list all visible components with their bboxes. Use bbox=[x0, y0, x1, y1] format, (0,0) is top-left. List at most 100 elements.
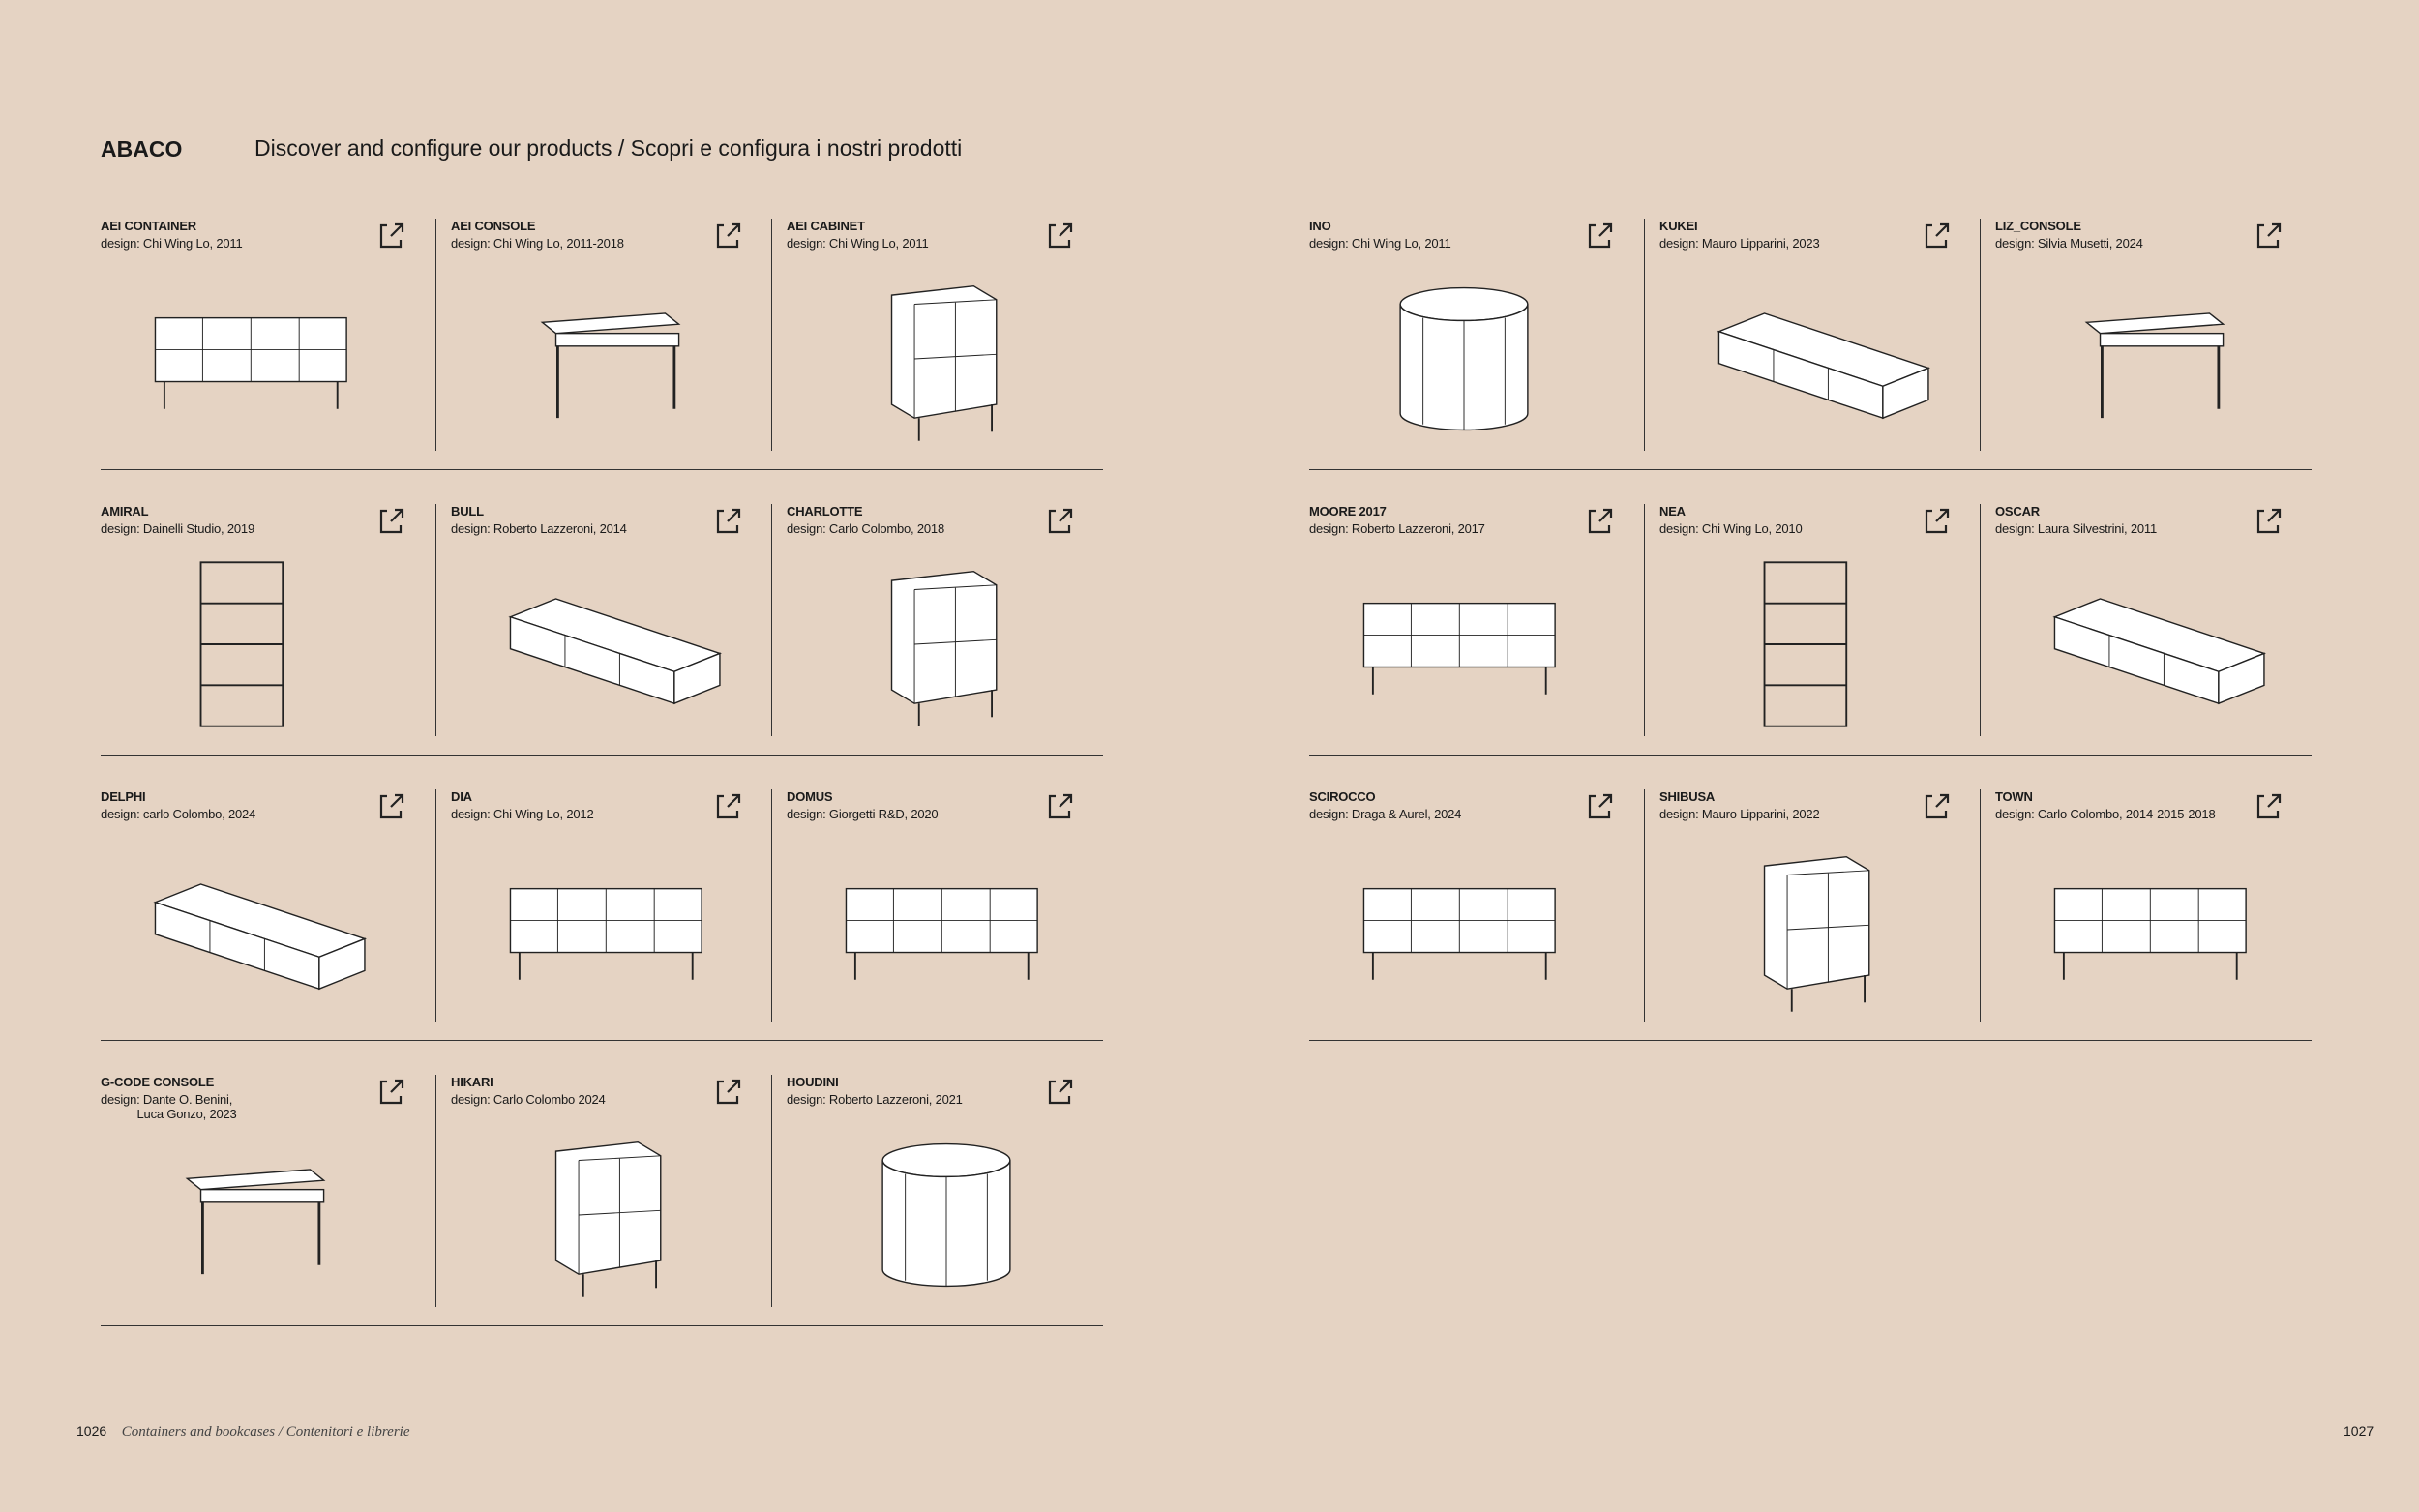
product-row: SCIROCCO design: Draga & Aurel, 2024 SHIBU… bbox=[1309, 789, 2312, 1075]
external-link-icon[interactable] bbox=[377, 506, 406, 535]
product-card[interactable]: AEI CONSOLE design: Chi Wing Lo, 2011-201… bbox=[435, 219, 772, 451]
sideboard-drawing-icon bbox=[845, 887, 1038, 980]
product-name: G-CODE CONSOLE bbox=[101, 1075, 215, 1089]
product-designer: design: Silvia Musetti, 2024 bbox=[1995, 236, 2143, 251]
product-designer: design: Chi Wing Lo, 2011-2018 bbox=[451, 236, 624, 251]
row-divider bbox=[101, 1040, 1103, 1041]
product-name: HOUDINI bbox=[787, 1075, 839, 1089]
product-name: HIKARI bbox=[451, 1075, 493, 1089]
row-divider bbox=[1309, 1040, 2312, 1041]
row-divider bbox=[1309, 469, 2312, 470]
product-name: AEI CONSOLE bbox=[451, 219, 536, 233]
footer-left: 1026 _ Containers and bookcases / Conten… bbox=[76, 1423, 410, 1440]
product-card[interactable]: KUKEI design: Mauro Lipparini, 2023 bbox=[1644, 219, 1981, 451]
product-card[interactable]: SCIROCCO design: Draga & Aurel, 2024 bbox=[1309, 789, 1644, 1022]
cabinet-drawing-icon bbox=[1763, 855, 1870, 1012]
product-card[interactable]: DELPHI design: carlo Colombo, 2024 bbox=[101, 789, 435, 1022]
product-designer: design: Chi Wing Lo, 2012 bbox=[451, 807, 594, 821]
low-iso-drawing-icon bbox=[1717, 312, 1930, 420]
external-link-icon[interactable] bbox=[714, 506, 743, 535]
product-card[interactable]: MOORE 2017 design: Roberto Lazzeroni, 201… bbox=[1309, 504, 1644, 736]
external-link-icon[interactable] bbox=[2255, 221, 2284, 250]
external-link-icon[interactable] bbox=[377, 1077, 406, 1106]
external-link-icon[interactable] bbox=[1586, 791, 1615, 820]
product-card[interactable]: NEA design: Chi Wing Lo, 2010 bbox=[1644, 504, 1981, 736]
external-link-icon[interactable] bbox=[1046, 791, 1075, 820]
product-designer: design: Carlo Colombo 2024 bbox=[451, 1092, 606, 1107]
product-name: SCIROCCO bbox=[1309, 789, 1376, 804]
shelf-drawing-icon bbox=[199, 561, 284, 727]
product-name: CHARLOTTE bbox=[787, 504, 863, 519]
product-designer: design: Giorgetti R&D, 2020 bbox=[787, 807, 939, 821]
product-designer: design: Dante O. Benini, Luca Gonzo, 202… bbox=[101, 1092, 237, 1121]
product-designer: design: Chi Wing Lo, 2011 bbox=[1309, 236, 1451, 251]
product-name: KUKEI bbox=[1659, 219, 1698, 233]
console-drawing-icon bbox=[2084, 312, 2225, 419]
external-link-icon[interactable] bbox=[1923, 221, 1952, 250]
product-designer: design: Mauro Lipparini, 2022 bbox=[1659, 807, 1820, 821]
page-number: 1026 bbox=[76, 1423, 107, 1438]
product-card[interactable]: INO design: Chi Wing Lo, 2011 bbox=[1309, 219, 1644, 451]
product-designer: design: Roberto Lazzeroni, 2017 bbox=[1309, 521, 1485, 536]
product-name: SHIBUSA bbox=[1659, 789, 1716, 804]
product-designer: design: Mauro Lipparini, 2023 bbox=[1659, 236, 1820, 251]
console-drawing-icon bbox=[540, 312, 681, 419]
external-link-icon[interactable] bbox=[1923, 791, 1952, 820]
page-number-right: 1027 bbox=[2344, 1423, 2374, 1438]
sideboard-drawing-icon bbox=[154, 316, 347, 409]
cabinet-drawing-icon bbox=[890, 570, 998, 726]
product-name: MOORE 2017 bbox=[1309, 504, 1387, 519]
product-card[interactable]: SHIBUSA design: Mauro Lipparini, 2022 bbox=[1644, 789, 1981, 1022]
low-iso-drawing-icon bbox=[153, 883, 367, 991]
product-card[interactable]: HIKARI design: Carlo Colombo 2024 bbox=[435, 1075, 772, 1307]
product-name: AEI CABINET bbox=[787, 219, 865, 233]
external-link-icon[interactable] bbox=[2255, 506, 2284, 535]
external-link-icon[interactable] bbox=[714, 791, 743, 820]
external-link-icon[interactable] bbox=[1586, 506, 1615, 535]
row-divider bbox=[1309, 755, 2312, 756]
external-link-icon[interactable] bbox=[714, 1077, 743, 1106]
row-divider bbox=[101, 755, 1103, 756]
external-link-icon[interactable] bbox=[2255, 791, 2284, 820]
product-designer: design: carlo Colombo, 2024 bbox=[101, 807, 256, 821]
external-link-icon[interactable] bbox=[1586, 221, 1615, 250]
product-card[interactable]: AMIRAL design: Dainelli Studio, 2019 bbox=[101, 504, 435, 736]
product-designer: design: Dainelli Studio, 2019 bbox=[101, 521, 254, 536]
section-title: Containers and bookcases / Contenitori e… bbox=[121, 1424, 410, 1439]
external-link-icon[interactable] bbox=[1046, 221, 1075, 250]
product-name: DELPHI bbox=[101, 789, 146, 804]
product-name: OSCAR bbox=[1995, 504, 2040, 519]
external-link-icon[interactable] bbox=[714, 221, 743, 250]
cabinet-drawing-icon bbox=[890, 284, 998, 441]
product-designer: design: Chi Wing Lo, 2010 bbox=[1659, 521, 1803, 536]
external-link-icon[interactable] bbox=[1923, 506, 1952, 535]
product-card[interactable]: G-CODE CONSOLE design: Dante O. Benini, L… bbox=[101, 1075, 435, 1307]
product-name: AEI CONTAINER bbox=[101, 219, 196, 233]
external-link-icon[interactable] bbox=[1046, 1077, 1075, 1106]
product-designer: design: Laura Silvestrini, 2011 bbox=[1995, 521, 2157, 536]
product-name: INO bbox=[1309, 219, 1331, 233]
product-name: NEA bbox=[1659, 504, 1686, 519]
low-iso-drawing-icon bbox=[508, 598, 722, 705]
product-card[interactable]: OSCAR design: Laura Silvestrini, 2011 bbox=[1980, 504, 2313, 736]
sideboard-drawing-icon bbox=[2053, 887, 2247, 980]
product-name: AMIRAL bbox=[101, 504, 149, 519]
external-link-icon[interactable] bbox=[377, 791, 406, 820]
external-link-icon[interactable] bbox=[1046, 506, 1075, 535]
external-link-icon[interactable] bbox=[377, 221, 406, 250]
product-designer: design: Draga & Aurel, 2024 bbox=[1309, 807, 1462, 821]
product-name: BULL bbox=[451, 504, 484, 519]
shelf-drawing-icon bbox=[1763, 561, 1848, 727]
